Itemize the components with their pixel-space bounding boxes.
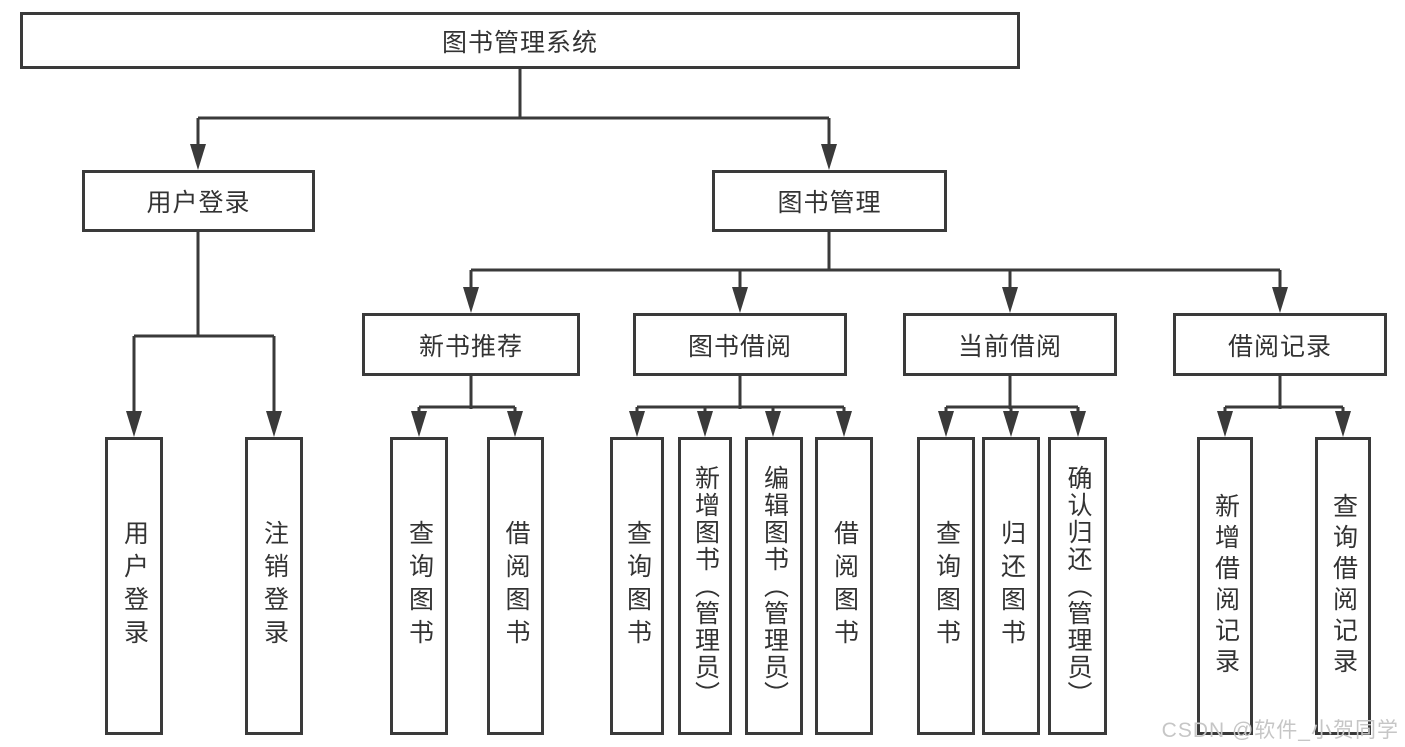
node-label: 借阅记录 [1227, 332, 1332, 361]
node-library-management-system: 图书管理系统 [20, 12, 1020, 69]
node-label: 借阅图书 [502, 520, 530, 652]
node-label: 新书推荐 [418, 332, 523, 361]
node-label: 确认归还（管理员） [1064, 464, 1092, 708]
node-book-management-branch: 图书管理 [712, 170, 947, 232]
arrowheads [126, 144, 1351, 437]
csdn-watermark: CSDN @软件_小贺同学 [1161, 719, 1399, 742]
node-add-book-admin: 新增图书（管理员） [678, 437, 732, 735]
node-current-borrowing: 当前借阅 [903, 313, 1117, 376]
node-confirm-return-admin: 确认归还（管理员） [1048, 437, 1107, 735]
node-label: 图书管理 [777, 189, 882, 217]
node-label: 查询图书 [623, 520, 652, 652]
node-query-book-borrowing: 查询图书 [610, 437, 664, 735]
node-label: 用户登录 [146, 189, 251, 217]
node-label: 归还图书 [997, 520, 1026, 652]
node-borrow-book-leaf: 借阅图书 [815, 437, 873, 735]
node-edit-book-admin: 编辑图书（管理员） [745, 437, 803, 735]
node-query-book-recommend: 查询图书 [390, 437, 448, 735]
node-logout-leaf: 注销登录 [245, 437, 303, 735]
node-borrow-book-recommend: 借阅图书 [487, 437, 544, 735]
node-add-borrow-record: 新增借阅记录 [1197, 437, 1253, 735]
node-label: 用户登录 [120, 520, 149, 652]
node-query-book-current: 查询图书 [917, 437, 975, 735]
node-label: 查询图书 [932, 520, 961, 652]
node-borrowing-records: 借阅记录 [1173, 313, 1387, 376]
node-label: 借阅图书 [830, 520, 859, 652]
node-label: 查询图书 [405, 520, 434, 652]
node-label: 图书管理系统 [441, 28, 598, 57]
node-return-book: 归还图书 [982, 437, 1040, 735]
node-user-login-branch: 用户登录 [82, 170, 315, 232]
node-label: 编辑图书（管理员） [760, 464, 789, 708]
node-label: 新增图书（管理员） [691, 464, 720, 708]
node-query-borrow-record: 查询借阅记录 [1315, 437, 1371, 735]
node-label: 图书借阅 [687, 332, 792, 361]
node-label: 查询借阅记录 [1329, 493, 1358, 679]
node-user-login-leaf: 用户登录 [105, 437, 163, 735]
node-book-borrowing: 图书借阅 [633, 313, 847, 376]
node-label: 当前借阅 [957, 332, 1062, 361]
node-new-book-recommend: 新书推荐 [362, 313, 580, 376]
node-label: 注销登录 [260, 520, 289, 652]
node-label: 新增借阅记录 [1211, 493, 1240, 679]
